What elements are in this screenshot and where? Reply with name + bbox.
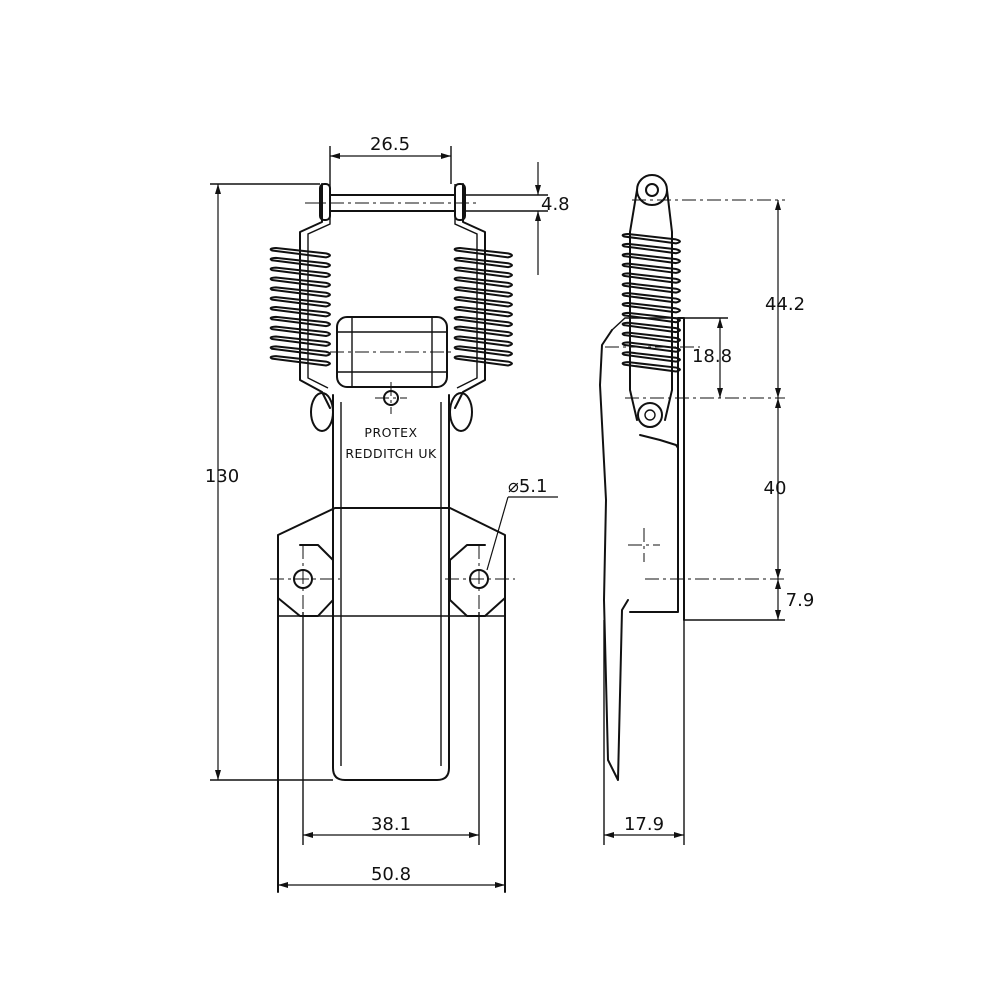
dim-hole-diameter: ⌀5.1 — [508, 476, 547, 497]
spring-coil — [621, 272, 681, 284]
dim-overall-width: 50.8 — [371, 864, 411, 885]
spring-coil — [453, 355, 513, 367]
base-plate-right-ear — [449, 544, 506, 617]
spring-coil — [453, 286, 513, 298]
spring-coil — [621, 292, 681, 304]
spring-coil — [269, 345, 331, 357]
dim-pin-span: 26.5 — [370, 134, 410, 155]
front-dimensions: 26.5 4.8 130 ⌀5.1 38.1 50.8 — [205, 134, 570, 888]
spring-coil — [453, 247, 513, 259]
side-drawbar — [599, 329, 629, 781]
spring-coil — [269, 335, 331, 347]
dim-spring-length: 18.8 — [692, 346, 732, 367]
spring-coil — [453, 335, 513, 347]
dim-overall-height: 130 — [205, 466, 239, 487]
spring-coil — [453, 256, 513, 269]
spring-coil — [621, 252, 681, 265]
dim-holes-to-base: 7.9 — [786, 590, 815, 611]
spring-coil — [453, 276, 513, 288]
shackle-pin — [305, 194, 480, 212]
side-top-pin — [645, 183, 659, 197]
dim-side-depth: 17.9 — [624, 814, 664, 835]
spring-coil — [269, 276, 331, 288]
hook-shackle — [299, 183, 486, 409]
spring-coil — [453, 306, 513, 318]
left-spring — [269, 247, 331, 367]
spring-coil — [621, 242, 681, 255]
spring-coil — [621, 282, 681, 294]
spring-coil — [269, 325, 331, 338]
side-dimensions: 44.2 18.8 40 7.9 17.9 — [603, 200, 815, 845]
side-spring — [621, 233, 681, 373]
dim-pivot-to-holes: 40 — [764, 478, 787, 499]
spring-coil — [621, 262, 681, 274]
spring-coil — [269, 286, 331, 298]
spring-coil — [269, 296, 331, 308]
marking-redditch: REDDITCH UK — [345, 446, 437, 461]
spring-coil — [621, 233, 681, 245]
spring-coil — [453, 296, 513, 308]
side-pivot-pin — [637, 402, 663, 428]
spring-coil — [269, 247, 331, 259]
spring-coil — [621, 302, 681, 314]
base-plate-left-ear — [277, 544, 334, 617]
spring-coil — [453, 325, 513, 338]
spring-coil — [453, 345, 513, 357]
spring-coil — [269, 266, 331, 279]
spring-coil — [269, 315, 331, 328]
spring-coil — [453, 315, 513, 328]
dim-top-to-pivot: 44.2 — [765, 294, 805, 315]
spring-coil — [269, 306, 331, 318]
marking-protex: PROTEX — [364, 425, 417, 440]
dim-pin-diameter: 4.8 — [541, 194, 570, 215]
side-view — [599, 174, 785, 781]
front-view: PROTEX REDDITCH UK — [269, 183, 515, 893]
spring-coil — [453, 266, 513, 279]
spring-coil — [269, 256, 331, 269]
spring-coil — [269, 355, 331, 367]
right-spring — [453, 247, 513, 367]
dim-hole-spacing: 38.1 — [371, 814, 411, 835]
latch-body — [332, 394, 450, 781]
